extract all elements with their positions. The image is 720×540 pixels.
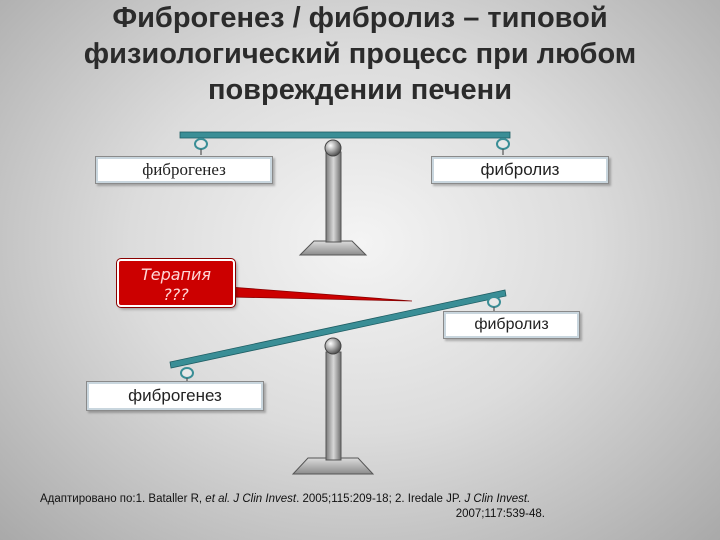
citation-journal-2: J Clin Invest. <box>464 493 530 505</box>
top-scale-base <box>300 241 366 255</box>
citation: Адаптировано по:1. Bataller R, et al. J … <box>40 492 545 522</box>
bottom-scale-post <box>326 352 341 460</box>
top-right-hook <box>497 139 509 155</box>
top-scale-pivot <box>325 140 341 156</box>
citation-line-2: 2007;117:539-48. <box>40 507 545 522</box>
top-left-hook <box>195 139 207 155</box>
top-scale-post <box>326 152 341 242</box>
top-scale <box>180 132 510 255</box>
therapy-line-2: ??? <box>119 285 233 305</box>
top-scale-beam <box>180 132 510 138</box>
bottom-scale-left-label: фиброгенез <box>86 381 264 411</box>
citation-authors-1: Адаптировано по:1. Bataller R, <box>40 493 205 505</box>
top-scale-left-label: фиброгенез <box>95 156 273 184</box>
citation-journal-1: J Clin Invest <box>230 493 296 505</box>
citation-authors-2: . 2005;115:209-18; 2. Iredale JP. <box>296 493 464 505</box>
therapy-callout: Терапия ??? <box>117 259 235 307</box>
therapy-line-1: Терапия <box>119 265 233 285</box>
bottom-scale-pivot <box>325 338 341 354</box>
citation-et-al: et al. <box>205 493 230 505</box>
bottom-scale-right-label: фибролиз <box>443 311 580 339</box>
citation-line-1: Адаптировано по:1. Bataller R, et al. J … <box>40 492 545 507</box>
therapy-callout-pointer <box>230 287 412 301</box>
top-scale-right-label: фибролиз <box>431 156 609 184</box>
